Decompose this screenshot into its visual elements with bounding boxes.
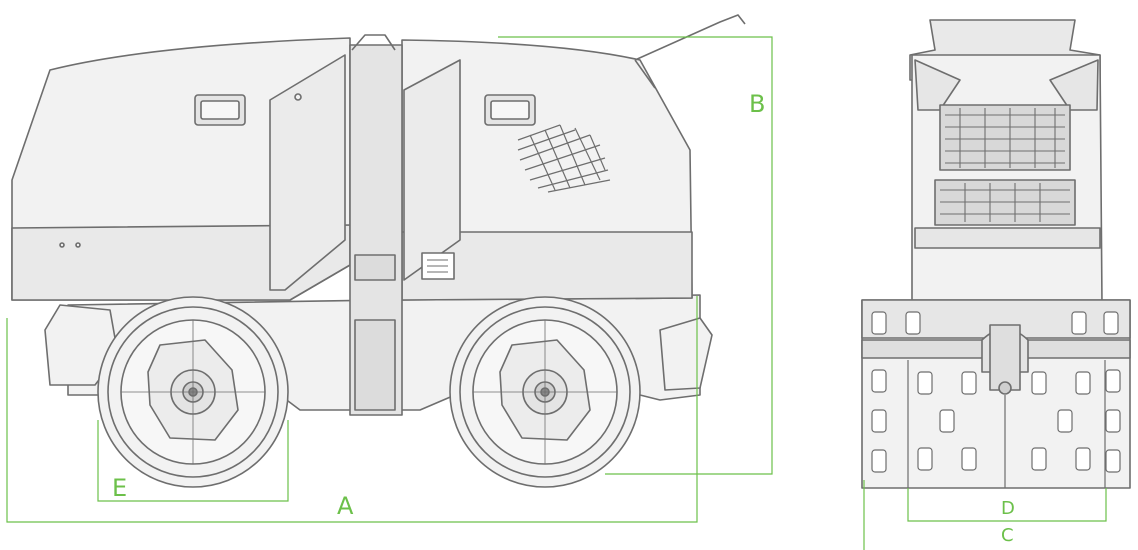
left-drum — [97, 296, 289, 488]
left-handle-grip — [200, 100, 240, 120]
side-view — [11, 14, 746, 488]
drum-pads — [871, 311, 1121, 473]
mid-band — [914, 227, 1101, 249]
cooling-grille — [517, 124, 611, 193]
rear-bumper — [659, 317, 713, 391]
dimension-b-line — [498, 36, 773, 475]
joint-block-lower — [354, 319, 396, 411]
front-view — [861, 19, 1131, 489]
dimension-label-a: A — [337, 492, 354, 520]
bolt — [59, 242, 65, 248]
center-column — [989, 324, 1021, 391]
dimension-d-line — [907, 488, 1107, 522]
antenna-bracket — [634, 14, 746, 89]
joint-block-upper — [354, 254, 396, 281]
center-bolt — [998, 381, 1012, 395]
right-drum — [449, 296, 641, 488]
left-articulation-plate — [269, 54, 346, 291]
right-handle-grip — [490, 100, 530, 120]
bolt — [294, 93, 302, 101]
dimension-label-e: E — [112, 474, 128, 502]
dimension-label-c: C — [1001, 525, 1014, 546]
right-articulation-plate — [403, 59, 461, 281]
dimension-label-b: B — [749, 90, 766, 118]
bolt — [75, 242, 81, 248]
lower-grille-slots — [940, 183, 1070, 222]
dimension-a-line — [6, 296, 698, 523]
dimension-lines — [6, 36, 1107, 550]
upper-grille — [939, 104, 1071, 171]
upper-grille-slots — [945, 108, 1065, 168]
lifting-eye — [351, 34, 396, 51]
dimension-e-line — [97, 420, 289, 502]
dimension-label-d: D — [1001, 498, 1015, 519]
info-plate-lines — [427, 259, 448, 273]
drum-split-line — [907, 360, 1106, 488]
